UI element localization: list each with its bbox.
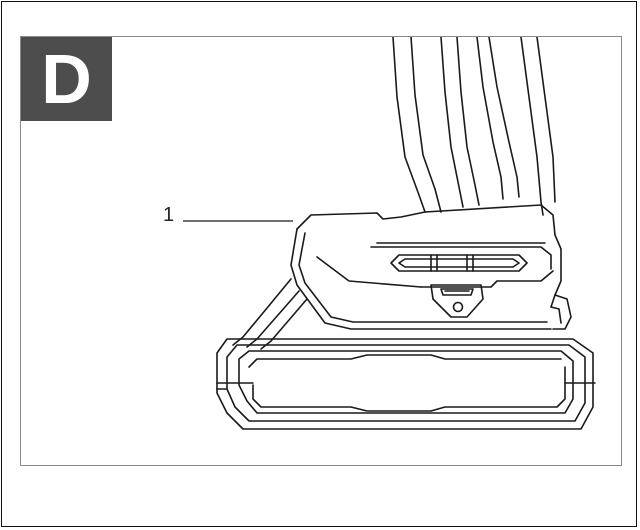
- figure-label-badge: D: [21, 37, 112, 121]
- tool-battery-drawing: [183, 37, 596, 430]
- tool-handle: [392, 37, 556, 216]
- figure-panel: D 1: [20, 36, 622, 466]
- callout-number-1: 1: [163, 204, 175, 226]
- battery-pack: [290, 204, 572, 330]
- battery-body: [216, 338, 596, 430]
